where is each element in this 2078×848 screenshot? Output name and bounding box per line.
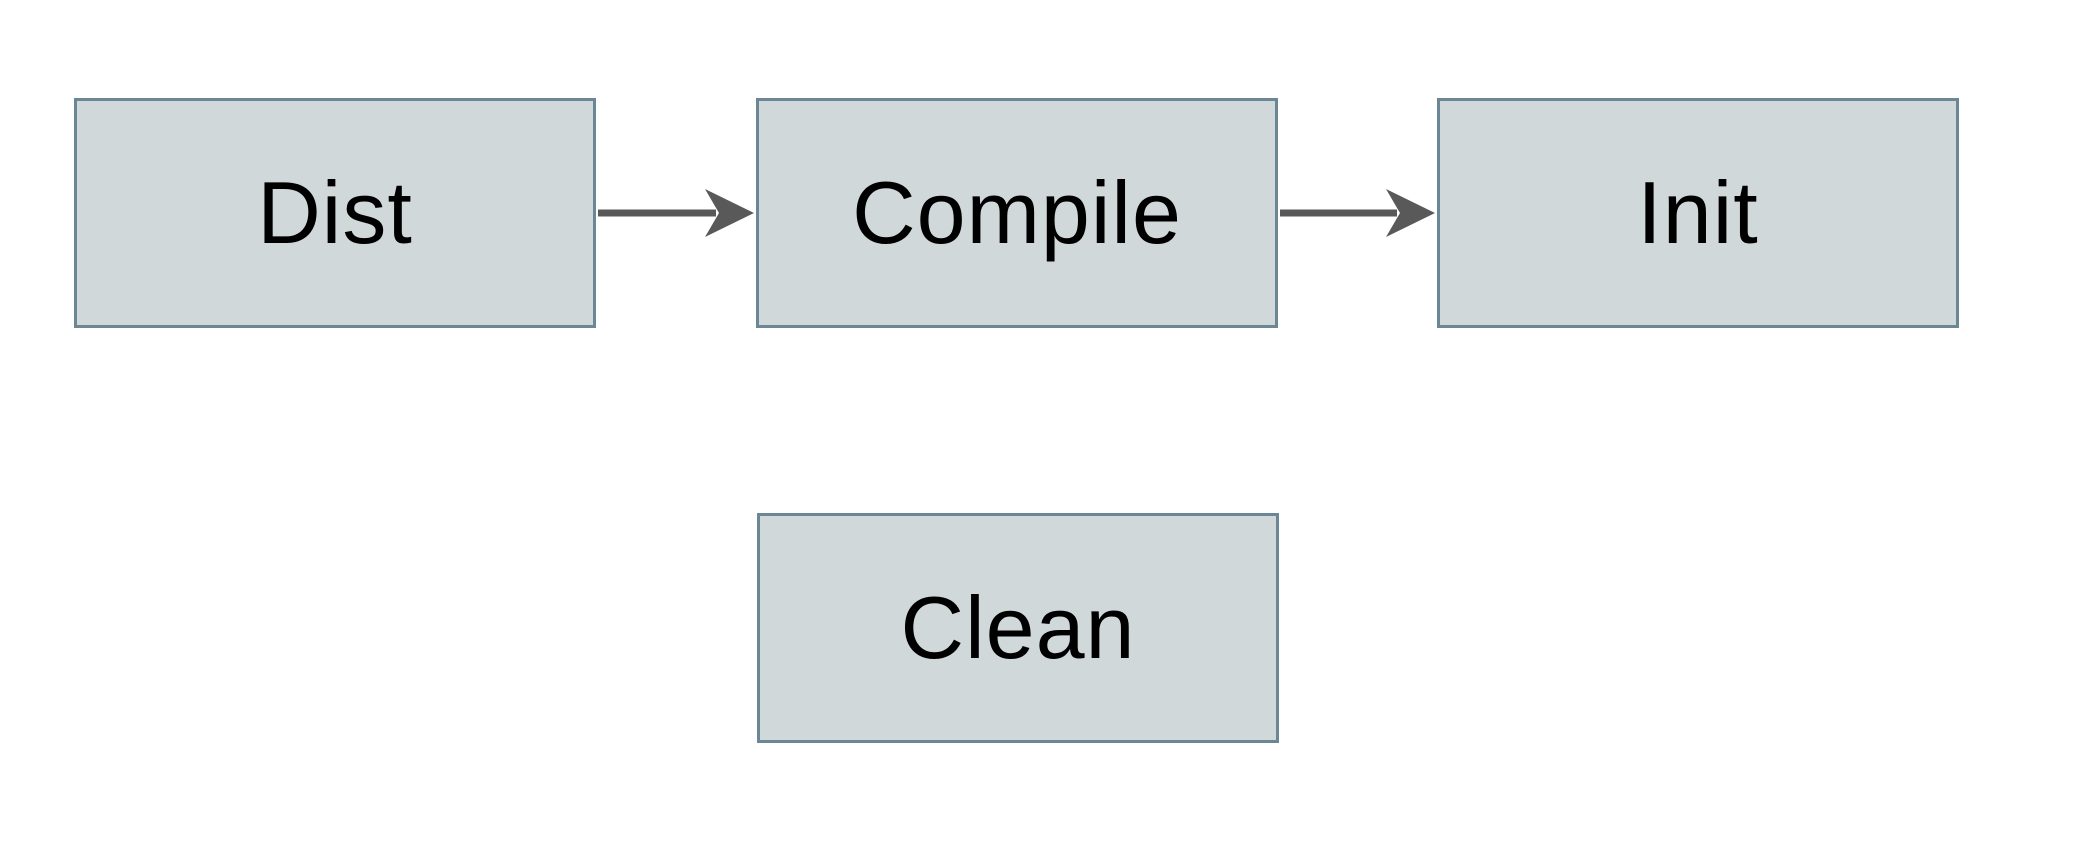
node-clean[interactable]: Clean <box>757 513 1279 743</box>
node-clean-label: Clean <box>900 578 1136 677</box>
node-dist[interactable]: Dist <box>74 98 596 328</box>
node-dist-label: Dist <box>257 163 413 262</box>
node-init[interactable]: Init <box>1437 98 1959 328</box>
node-compile[interactable]: Compile <box>756 98 1278 328</box>
node-compile-label: Compile <box>852 163 1182 262</box>
node-init-label: Init <box>1637 163 1759 262</box>
arrow-compile-to-init[interactable] <box>1280 189 1435 237</box>
arrow-dist-to-compile[interactable] <box>598 189 754 237</box>
